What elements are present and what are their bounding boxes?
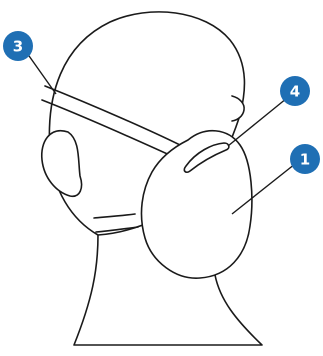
callout-number-1: 1 [300,151,310,169]
ear [42,131,82,197]
callout-number-3: 3 [13,38,23,56]
callout-number-4: 4 [290,83,300,101]
callout-badge-1: 1 [290,144,320,174]
callout-badge-4: 4 [280,76,310,106]
callout-badge-3: 3 [3,31,33,61]
